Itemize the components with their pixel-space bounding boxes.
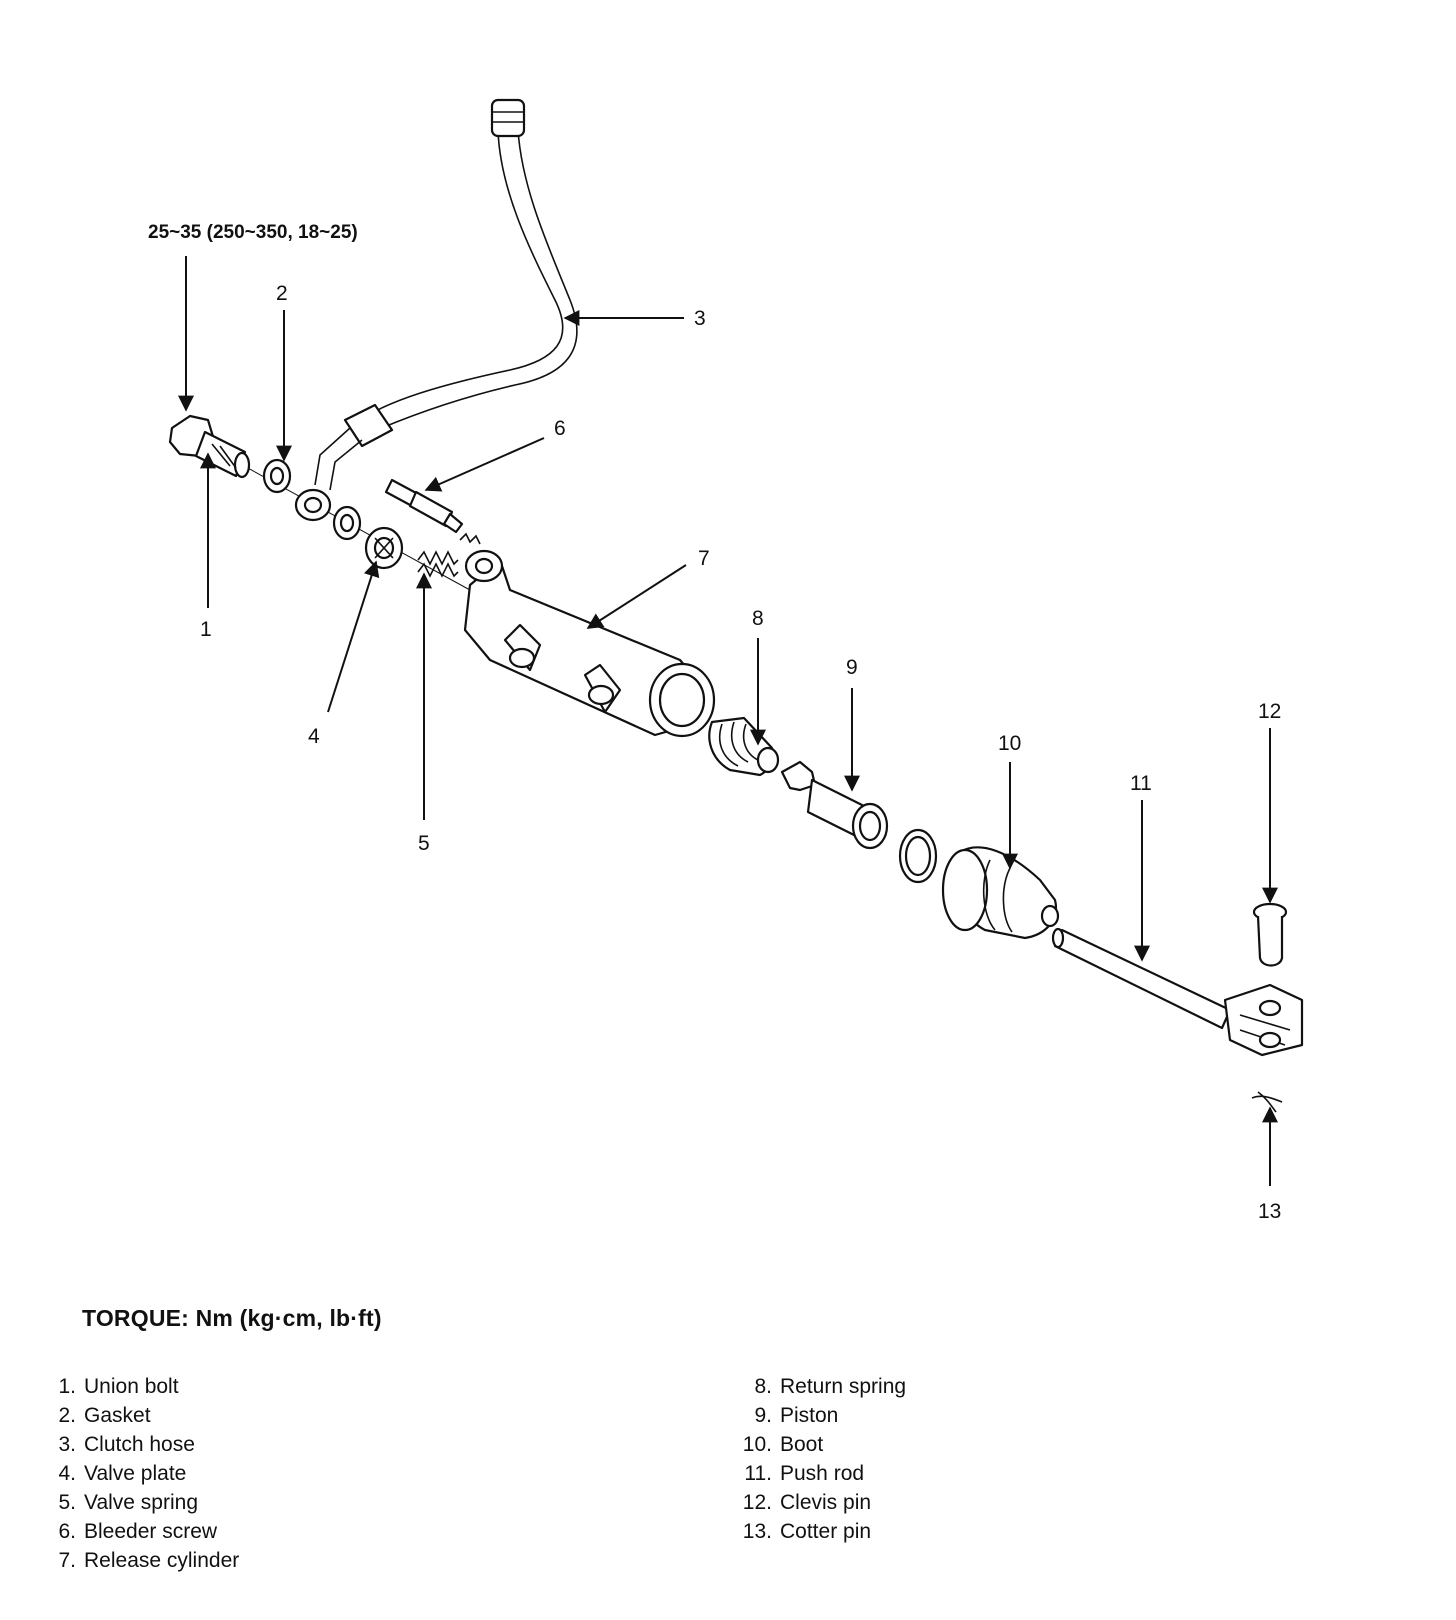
legend-label: Clutch hose bbox=[84, 1433, 195, 1456]
legend-item: 2. Gasket bbox=[42, 1401, 239, 1430]
legend-label: Release cylinder bbox=[84, 1549, 240, 1572]
parts-legend-right: 8. Return spring 9. Piston 10. Boot 11. Push… bbox=[738, 1372, 906, 1546]
legend-number: 2. bbox=[58, 1404, 76, 1427]
legend-number: 3. bbox=[58, 1433, 76, 1456]
legend-label: Union bolt bbox=[84, 1375, 179, 1398]
union-bolt-drawing bbox=[168, 414, 251, 479]
snap-ring-drawing bbox=[898, 828, 938, 884]
legend-label: Valve plate bbox=[84, 1462, 187, 1485]
callout-10: 10 bbox=[998, 732, 1021, 755]
legend-item: 1. Union bolt bbox=[42, 1372, 239, 1401]
leader-7 bbox=[586, 564, 687, 629]
legend-item: 12. Clevis pin bbox=[738, 1488, 906, 1517]
callout-12: 12 bbox=[1258, 700, 1281, 723]
parts-legend-left: 1. Union bolt 2. Gasket 3. Clutch hose 4. Va… bbox=[42, 1372, 239, 1575]
boot-drawing bbox=[941, 846, 1060, 940]
legend-number: 1. bbox=[58, 1375, 76, 1398]
gasket-drawing bbox=[262, 458, 292, 494]
legend-label: Piston bbox=[780, 1404, 839, 1427]
callout-9: 9 bbox=[846, 656, 858, 679]
legend-number: 7. bbox=[58, 1549, 76, 1572]
legend-item: 13. Cotter pin bbox=[738, 1517, 906, 1546]
legend-label: Valve spring bbox=[84, 1491, 199, 1514]
torque-units-heading: TORQUE: Nm (kg·cm, lb·ft) bbox=[82, 1305, 382, 1331]
legend-label: Clevis pin bbox=[780, 1491, 872, 1514]
leader-4 bbox=[327, 560, 380, 713]
legend-label: Boot bbox=[780, 1433, 824, 1456]
valve-plate-drawing bbox=[364, 526, 404, 570]
legend-item: 10. Boot bbox=[738, 1430, 906, 1459]
legend-item: 4. Valve plate bbox=[42, 1459, 239, 1488]
clutch-hose-drawing bbox=[294, 98, 578, 522]
legend-item: 8. Return spring bbox=[738, 1372, 906, 1401]
release-cylinder-drawing bbox=[463, 549, 716, 738]
callout-2: 2 bbox=[276, 282, 288, 305]
legend-number: 11. bbox=[744, 1462, 772, 1485]
legend-number: 8. bbox=[754, 1375, 772, 1398]
callout-4: 4 bbox=[308, 725, 320, 748]
legend-label: Return spring bbox=[780, 1375, 907, 1398]
callout-1: 1 bbox=[200, 618, 212, 641]
legend-number: 10. bbox=[742, 1433, 772, 1456]
legend-number: 6. bbox=[58, 1520, 76, 1543]
callout-11: 11 bbox=[1130, 772, 1152, 795]
legend-label: Gasket bbox=[84, 1404, 151, 1427]
callout-6: 6 bbox=[554, 417, 566, 440]
return-spring-drawing bbox=[708, 716, 780, 777]
bleeder-screw-drawing bbox=[384, 478, 481, 545]
legend-number: 13. bbox=[742, 1520, 772, 1543]
callout-3: 3 bbox=[694, 307, 706, 330]
callout-7: 7 bbox=[698, 547, 710, 570]
leader-6 bbox=[424, 437, 545, 492]
legend-label: Cotter pin bbox=[780, 1520, 872, 1543]
legend-number: 5. bbox=[58, 1491, 76, 1514]
cotter-pin-drawing bbox=[1251, 1091, 1283, 1113]
legend-number: 12. bbox=[742, 1491, 772, 1514]
legend-item: 11. Push rod bbox=[738, 1459, 906, 1488]
piston-drawing bbox=[780, 760, 889, 850]
legend-label: Bleeder screw bbox=[84, 1520, 218, 1543]
legend-item: 5. Valve spring bbox=[42, 1488, 239, 1517]
push-rod-drawing bbox=[1051, 927, 1304, 1057]
legend-item: 7. Release cylinder bbox=[42, 1546, 239, 1575]
exploded-view-diagram: 25~35 (250~350, 18~25) 1 2 3 4 5 6 7 8 9… bbox=[148, 98, 1304, 1223]
torque-spec-label: 25~35 (250~350, 18~25) bbox=[148, 222, 358, 243]
gasket-second-drawing bbox=[332, 505, 362, 541]
legend-number: 4. bbox=[58, 1462, 76, 1485]
valve-spring-drawing bbox=[417, 550, 459, 578]
legend-number: 9. bbox=[754, 1404, 772, 1427]
callout-13: 13 bbox=[1258, 1200, 1281, 1223]
callout-8: 8 bbox=[752, 607, 764, 630]
legend-item: 3. Clutch hose bbox=[42, 1430, 239, 1459]
legend-item: 9. Piston bbox=[738, 1401, 906, 1430]
legend-label: Push rod bbox=[780, 1462, 865, 1485]
clevis-pin-drawing bbox=[1252, 902, 1288, 967]
legend-item: 6. Bleeder screw bbox=[42, 1517, 239, 1546]
callout-5: 5 bbox=[418, 832, 430, 855]
